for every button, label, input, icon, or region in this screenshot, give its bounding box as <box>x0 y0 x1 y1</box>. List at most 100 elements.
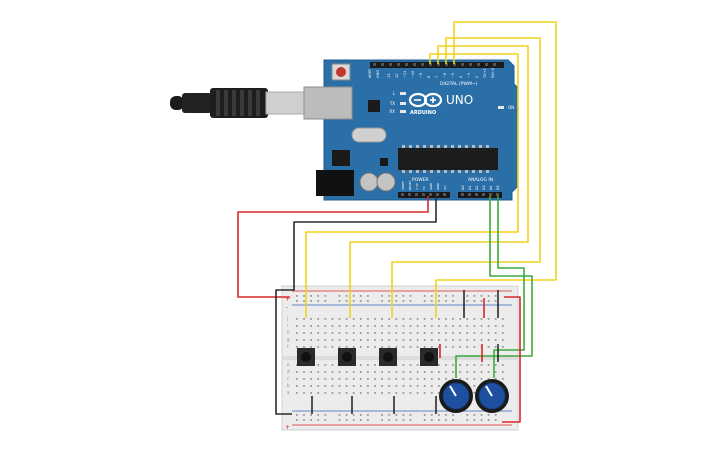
breadboard-hole[interactable] <box>331 385 334 387</box>
breadboard-hole[interactable] <box>381 339 383 341</box>
breadboard-hole[interactable] <box>345 419 348 421</box>
breadboard-hole[interactable] <box>388 419 391 421</box>
potentiometer-2[interactable] <box>475 379 509 413</box>
breadboard-hole[interactable] <box>473 339 476 341</box>
breadboard-hole[interactable] <box>338 385 341 387</box>
breadboard-hole[interactable] <box>430 392 433 394</box>
breadboard-hole[interactable] <box>402 346 405 348</box>
breadboard-hole[interactable] <box>303 332 305 334</box>
breadboard-hole[interactable] <box>381 392 383 394</box>
breadboard-hole[interactable] <box>317 364 320 366</box>
breadboard-hole[interactable] <box>445 325 447 327</box>
breadboard-hole[interactable] <box>416 346 419 348</box>
breadboard-hole[interactable] <box>331 325 334 327</box>
breadboard-hole[interactable] <box>438 378 440 380</box>
breadboard-hole[interactable] <box>345 378 348 380</box>
wire-5v[interactable] <box>237 196 429 298</box>
breadboard-hole[interactable] <box>296 318 298 320</box>
breadboard-hole[interactable] <box>438 419 440 421</box>
breadboard-hole[interactable] <box>367 346 369 348</box>
breadboard-hole[interactable] <box>445 364 447 366</box>
breadboard-hole[interactable] <box>303 300 305 302</box>
breadboard-hole[interactable] <box>395 371 398 373</box>
wire-gnd[interactable] <box>275 196 437 415</box>
breadboard-hole[interactable] <box>317 385 320 387</box>
breadboard-hole[interactable] <box>374 364 376 366</box>
breadboard-hole[interactable] <box>359 371 362 373</box>
breadboard-hole[interactable] <box>324 371 327 373</box>
breadboard-hole[interactable] <box>367 295 369 297</box>
breadboard-hole[interactable] <box>331 339 334 341</box>
breadboard-hole[interactable] <box>303 392 305 394</box>
breadboard-hole[interactable] <box>317 325 320 327</box>
breadboard-hole[interactable] <box>430 295 433 297</box>
breadboard-hole[interactable] <box>402 371 405 373</box>
breadboard-hole[interactable] <box>359 300 362 302</box>
breadboard-hole[interactable] <box>324 295 327 297</box>
breadboard-hole[interactable] <box>466 364 469 366</box>
breadboard-hole[interactable] <box>473 378 476 380</box>
breadboard-hole[interactable] <box>317 378 320 380</box>
breadboard-hole[interactable] <box>452 346 454 348</box>
breadboard-hole[interactable] <box>452 300 454 302</box>
breadboard-hole[interactable] <box>359 295 362 297</box>
breadboard-hole[interactable] <box>338 318 341 320</box>
breadboard-hole[interactable] <box>423 318 426 320</box>
breadboard-hole[interactable] <box>494 364 497 366</box>
breadboard-hole[interactable] <box>480 318 483 320</box>
breadboard-hole[interactable] <box>331 392 334 394</box>
breadboard-hole[interactable] <box>438 332 440 334</box>
breadboard-hole[interactable] <box>317 332 320 334</box>
breadboard-hole[interactable] <box>466 295 469 297</box>
breadboard-hole[interactable] <box>438 318 440 320</box>
breadboard-hole[interactable] <box>352 414 355 416</box>
breadboard-hole[interactable] <box>445 371 447 373</box>
breadboard-hole[interactable] <box>430 346 433 348</box>
breadboard-hole[interactable] <box>423 295 426 297</box>
breadboard-hole[interactable] <box>452 364 454 366</box>
breadboard-hole[interactable] <box>395 378 398 380</box>
breadboard-hole[interactable] <box>409 346 412 348</box>
breadboard-hole[interactable] <box>466 325 469 327</box>
breadboard-hole[interactable] <box>296 378 298 380</box>
breadboard-hole[interactable] <box>352 385 355 387</box>
breadboard-hole[interactable] <box>310 318 312 320</box>
breadboard-hole[interactable] <box>388 332 391 334</box>
breadboard-hole[interactable] <box>310 414 312 416</box>
breadboard-hole[interactable] <box>445 346 447 348</box>
breadboard-hole[interactable] <box>345 318 348 320</box>
wire-signal-4[interactable] <box>435 21 557 318</box>
breadboard-hole[interactable] <box>480 378 483 380</box>
breadboard-hole[interactable] <box>402 419 405 421</box>
breadboard-hole[interactable] <box>381 295 383 297</box>
wire-analog-a5[interactable] <box>493 196 525 378</box>
breadboard-hole[interactable] <box>459 371 462 373</box>
breadboard-hole[interactable] <box>423 392 426 394</box>
breadboard-hole[interactable] <box>381 419 383 421</box>
breadboard-hole[interactable] <box>452 318 454 320</box>
breadboard-hole[interactable] <box>452 419 454 421</box>
breadboard-hole[interactable] <box>487 346 490 348</box>
breadboard-hole[interactable] <box>324 300 327 302</box>
breadboard-hole[interactable] <box>317 295 320 297</box>
breadboard-hole[interactable] <box>310 346 312 348</box>
breadboard-hole[interactable] <box>423 385 426 387</box>
breadboard-hole[interactable] <box>430 318 433 320</box>
breadboard-hole[interactable] <box>367 364 369 366</box>
breadboard-hole[interactable] <box>501 378 504 380</box>
breadboard-hole[interactable] <box>324 325 327 327</box>
breadboard-hole[interactable] <box>416 392 419 394</box>
breadboard-hole[interactable] <box>480 295 483 297</box>
breadboard-hole[interactable] <box>324 339 327 341</box>
breadboard-hole[interactable] <box>345 325 348 327</box>
breadboard-hole[interactable] <box>480 414 483 416</box>
wire-analog-a4[interactable] <box>455 196 533 378</box>
breadboard-hole[interactable] <box>324 346 327 348</box>
breadboard-hole[interactable] <box>296 300 298 302</box>
breadboard-hole[interactable] <box>445 318 447 320</box>
breadboard-hole[interactable] <box>352 419 355 421</box>
breadboard-hole[interactable] <box>352 378 355 380</box>
breadboard-hole[interactable] <box>303 378 305 380</box>
breadboard-hole[interactable] <box>310 332 312 334</box>
breadboard-hole[interactable] <box>345 414 348 416</box>
